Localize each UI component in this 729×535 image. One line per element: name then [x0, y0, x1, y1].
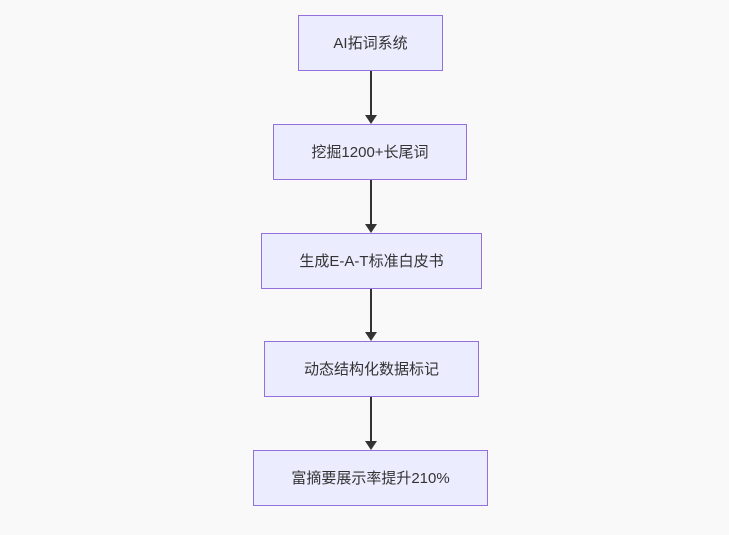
- node-label: 富摘要展示率提升210%: [291, 469, 450, 487]
- node-label: 动态结构化数据标记: [303, 360, 439, 378]
- flowchart-node-rich-snippet-result: 富摘要展示率提升210%: [253, 450, 488, 506]
- arrowhead-icon: [365, 332, 377, 341]
- arrow-line: [370, 397, 372, 441]
- flowchart-node-eat-whitepaper: 生成E-A-T标准白皮书: [261, 233, 482, 289]
- flowchart-node-longtail-mining: 挖掘1200+长尾词: [273, 124, 467, 180]
- arrowhead-icon: [365, 441, 377, 450]
- node-label: AI拓词系统: [333, 34, 408, 52]
- flow-arrow-2: [364, 180, 378, 233]
- node-label: 生成E-A-T标准白皮书: [299, 252, 444, 270]
- arrowhead-icon: [365, 115, 377, 124]
- flowchart-node-ai-system: AI拓词系统: [298, 15, 443, 71]
- arrow-line: [370, 71, 372, 115]
- flow-arrow-1: [364, 71, 378, 124]
- arrow-line: [370, 180, 372, 224]
- node-label: 挖掘1200+长尾词: [311, 143, 429, 161]
- arrowhead-icon: [365, 224, 377, 233]
- flow-arrow-4: [364, 397, 378, 450]
- flowchart-node-structured-data: 动态结构化数据标记: [264, 341, 479, 397]
- arrow-line: [370, 289, 372, 332]
- flow-arrow-3: [364, 289, 378, 341]
